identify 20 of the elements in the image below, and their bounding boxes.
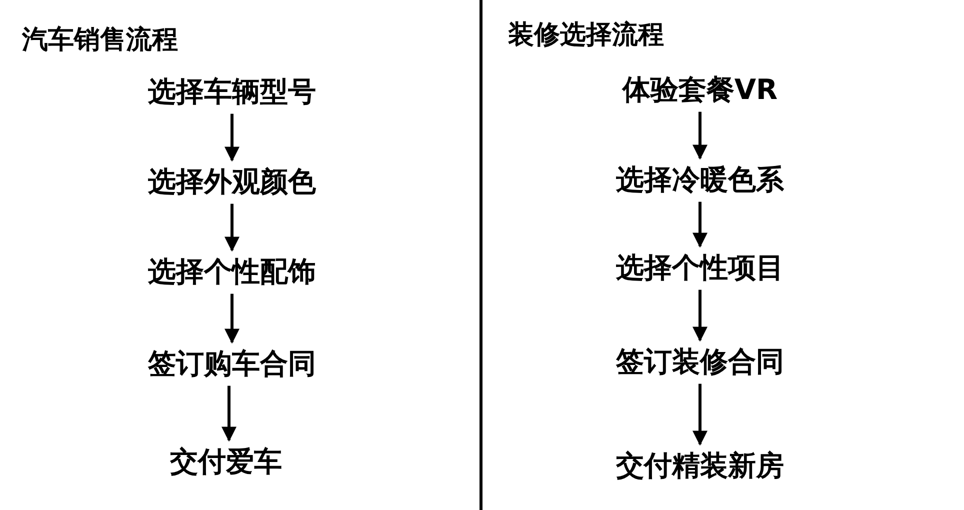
arrow [692,202,708,248]
arrow [224,114,240,162]
step-text: 签订装修合同 [616,345,784,379]
section-title: 装修选择流程 [508,19,664,52]
arrow [224,204,240,252]
step-text: 签订购车合同 [148,347,316,381]
step-text: 选择个性项目 [616,251,784,285]
step-text: 选择个性配饰 [148,255,316,289]
step-text: 选择外观颜色 [148,165,316,199]
step-text: 选择车辆型号 [148,75,316,109]
arrow [222,386,236,442]
arrow [224,294,240,344]
step-text: 选择冷暖色系 [616,163,784,197]
arrow [692,290,708,342]
step-text: 交付精装新房 [616,449,784,483]
arrow [692,384,708,446]
step-text: 交付爱车 [170,445,282,479]
arrow [692,112,708,160]
step-text: 体验套餐VR [622,73,778,107]
section-title: 汽车销售流程 [22,24,178,57]
